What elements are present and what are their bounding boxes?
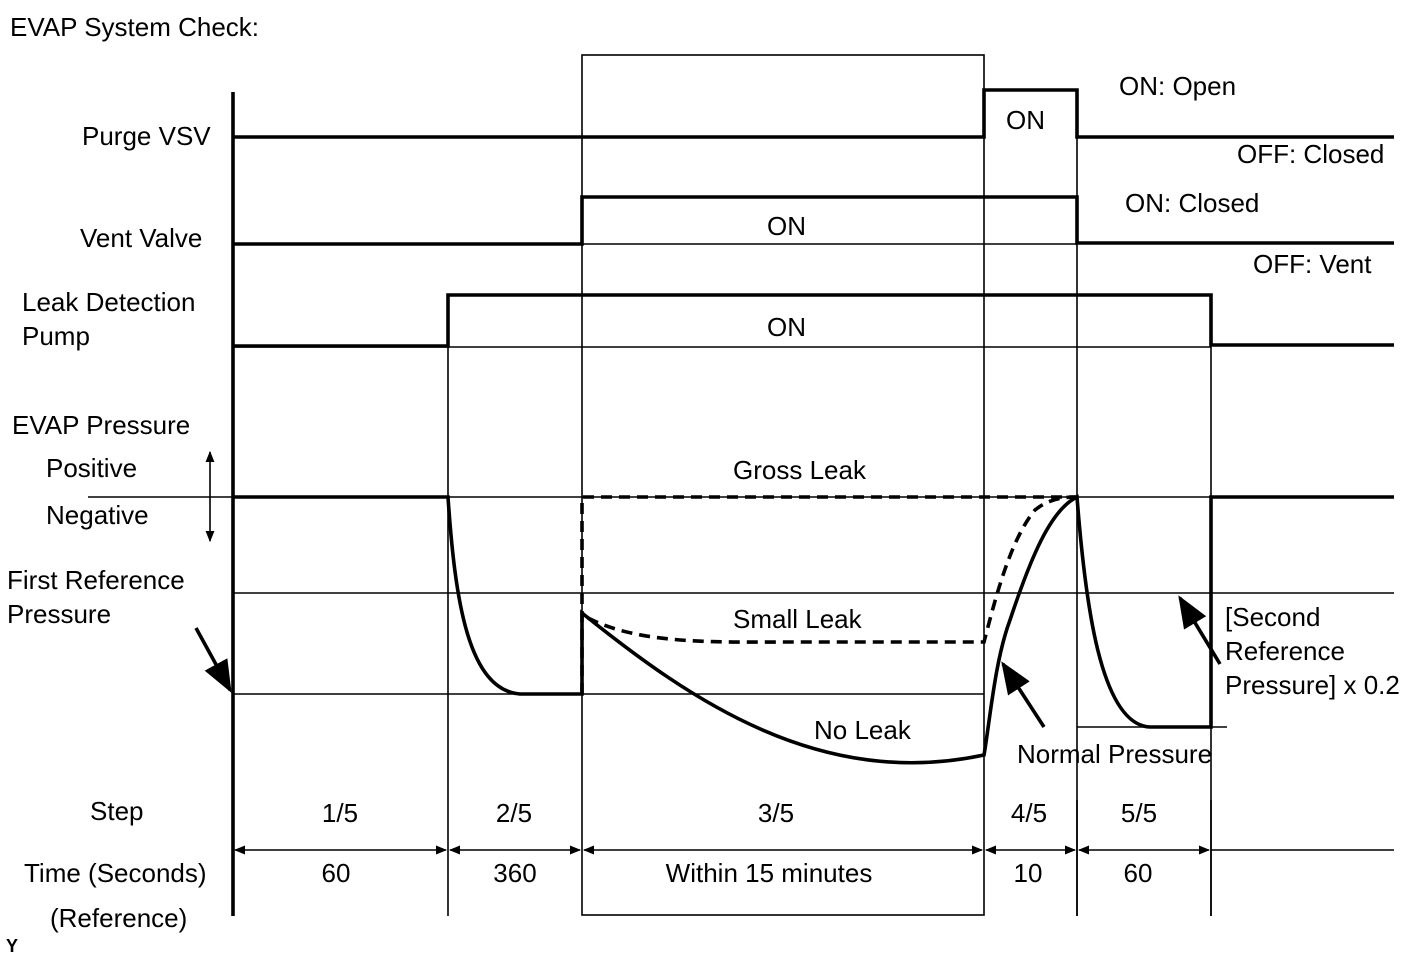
second-ref-label-line1: [Second xyxy=(1225,602,1320,632)
leak-pump-on-label: ON xyxy=(767,312,806,342)
leak-pump-signal: Leak Detection Pump ON xyxy=(22,287,1394,351)
time-5: 60 xyxy=(1124,858,1153,888)
step-label: Step xyxy=(90,796,144,826)
baselines xyxy=(88,243,1394,728)
time-3: Within 15 minutes xyxy=(666,858,873,888)
pressure-main-curve xyxy=(233,494,1394,765)
first-ref-label-line2: Pressure xyxy=(7,599,111,629)
step-row: Step 1/5 2/5 3/5 4/5 5/5 xyxy=(90,796,1212,916)
positive-label: Positive xyxy=(46,453,137,483)
vent-valve-signal: Vent Valve ON ON: Closed OFF: Vent xyxy=(80,188,1394,279)
first-ref-pointer xyxy=(194,627,232,693)
pressure-curves: Gross Leak Small Leak No Leak Normal Pre… xyxy=(233,455,1400,769)
purge-vsv-signal: Purge VSV ON ON: Open OFF: Closed xyxy=(82,71,1394,169)
time-label: Time (Seconds) xyxy=(24,858,207,888)
normal-pressure-label: Normal Pressure xyxy=(1017,739,1212,769)
step-3: 3/5 xyxy=(758,798,794,828)
time-1: 60 xyxy=(322,858,351,888)
evap-pressure-label: EVAP Pressure xyxy=(12,410,190,440)
second-ref-pointer xyxy=(1178,595,1222,665)
step-2: 2/5 xyxy=(496,798,532,828)
vent-valve-state-on: ON: Closed xyxy=(1125,188,1259,218)
step-1: 1/5 xyxy=(322,798,358,828)
second-ref-label-line3: Pressure] x 0.2 xyxy=(1225,670,1400,700)
vent-valve-label: Vent Valve xyxy=(80,223,202,253)
purge-vsv-state-off: OFF: Closed xyxy=(1237,139,1384,169)
step-3-box xyxy=(581,54,985,916)
purge-vsv-on-label: ON xyxy=(1006,105,1045,135)
step-4: 4/5 xyxy=(1011,798,1047,828)
small-leak-label: Small Leak xyxy=(733,604,863,634)
negative-label: Negative xyxy=(46,500,149,530)
diagram-title: EVAP System Check: xyxy=(10,12,259,42)
second-ref-label-line2: Reference xyxy=(1225,636,1345,666)
purge-vsv-label: Purge VSV xyxy=(82,121,211,151)
reference-label: (Reference) xyxy=(50,903,187,933)
time-2: 360 xyxy=(493,858,536,888)
small-leak-curve xyxy=(587,495,1078,644)
vent-valve-state-off: OFF: Vent xyxy=(1253,249,1372,279)
pressure-labels: EVAP Pressure Positive Negative First Re… xyxy=(7,410,232,693)
normal-pressure-pointer xyxy=(1001,661,1046,728)
first-ref-label-line1: First Reference xyxy=(7,565,185,595)
gross-leak-curve xyxy=(580,495,1077,694)
leak-pump-label-line1: Leak Detection xyxy=(22,287,195,317)
vent-valve-on-label: ON xyxy=(767,211,806,241)
leak-pump-label-line2: Pump xyxy=(22,321,90,351)
corner-mark: Y xyxy=(6,936,18,956)
step-5: 5/5 xyxy=(1121,798,1157,828)
gross-leak-label: Gross Leak xyxy=(733,455,867,485)
vertical-gridlines xyxy=(231,90,1212,916)
purge-vsv-state-on: ON: Open xyxy=(1119,71,1236,101)
time-4: 10 xyxy=(1014,858,1043,888)
time-row: Time (Seconds) (Reference) 60 360 Within… xyxy=(24,845,1394,933)
no-leak-label: No Leak xyxy=(814,715,912,745)
